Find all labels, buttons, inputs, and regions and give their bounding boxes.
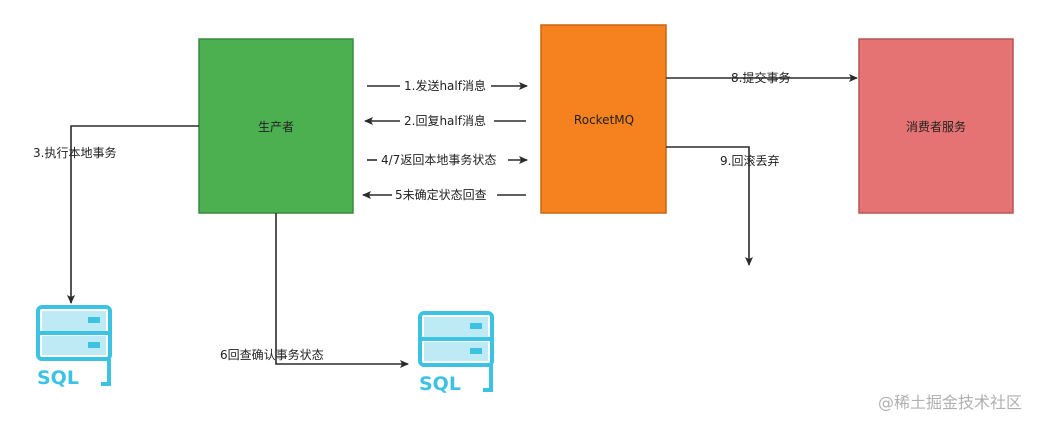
producer-node: 生产者 — [198, 38, 354, 214]
database-icon — [36, 305, 112, 386]
sql-database-1: SQL — [36, 305, 112, 389]
edge-send-half-label: 1.发送half消息 — [404, 78, 486, 93]
sql-database-2-label: SQL — [419, 373, 461, 395]
edge-commit-label: 8.提交事务 — [731, 70, 790, 85]
edge-exec-local: 3.执行本地事务 — [33, 125, 199, 304]
database-icon — [418, 311, 494, 392]
edge-return-local-label: 4/7返回本地事务状态 — [381, 152, 496, 167]
producer-box — [198, 38, 354, 214]
consumer-box — [858, 38, 1014, 214]
edge-recheck-label: 6回查确认事务状态 — [220, 347, 324, 362]
edge-rollback-label: 9.回滚丢弃 — [720, 153, 779, 168]
edge-return-local: 4/7返回本地事务状态 — [367, 152, 528, 167]
edge-unknown-check: 5未确定状态回查 — [362, 187, 526, 202]
edge-commit: 8.提交事务 — [666, 70, 858, 85]
sql-database-1-label: SQL — [37, 367, 79, 389]
edge-send-half: 1.发送half消息 — [367, 78, 528, 93]
edge-exec-local-label: 3.执行本地事务 — [33, 145, 116, 160]
rocketmq-box — [540, 24, 667, 214]
rocketmq-node: RocketMQ — [540, 24, 667, 214]
producer-label: 生产者 — [258, 120, 294, 134]
edge-unknown-check-label: 5未确定状态回查 — [395, 187, 487, 202]
rocketmq-label: RocketMQ — [574, 113, 634, 127]
consumer-node: 消费者服务 — [858, 38, 1014, 214]
edge-exec-local-line — [67, 125, 199, 304]
sql-database-2: SQL — [418, 311, 494, 395]
consumer-label: 消费者服务 — [906, 119, 966, 134]
edge-reply-half-label: 2.回复half消息 — [404, 113, 486, 128]
edge-rollback-line — [666, 146, 753, 266]
edge-reply-half: 2.回复half消息 — [364, 113, 526, 128]
watermark: @稀土掘金技术社区 — [878, 393, 1022, 412]
edge-rollback: 9.回滚丢弃 — [666, 146, 779, 266]
edge-recheck: 6回查确认事务状态 — [220, 213, 409, 368]
edge-recheck-line — [275, 213, 409, 368]
